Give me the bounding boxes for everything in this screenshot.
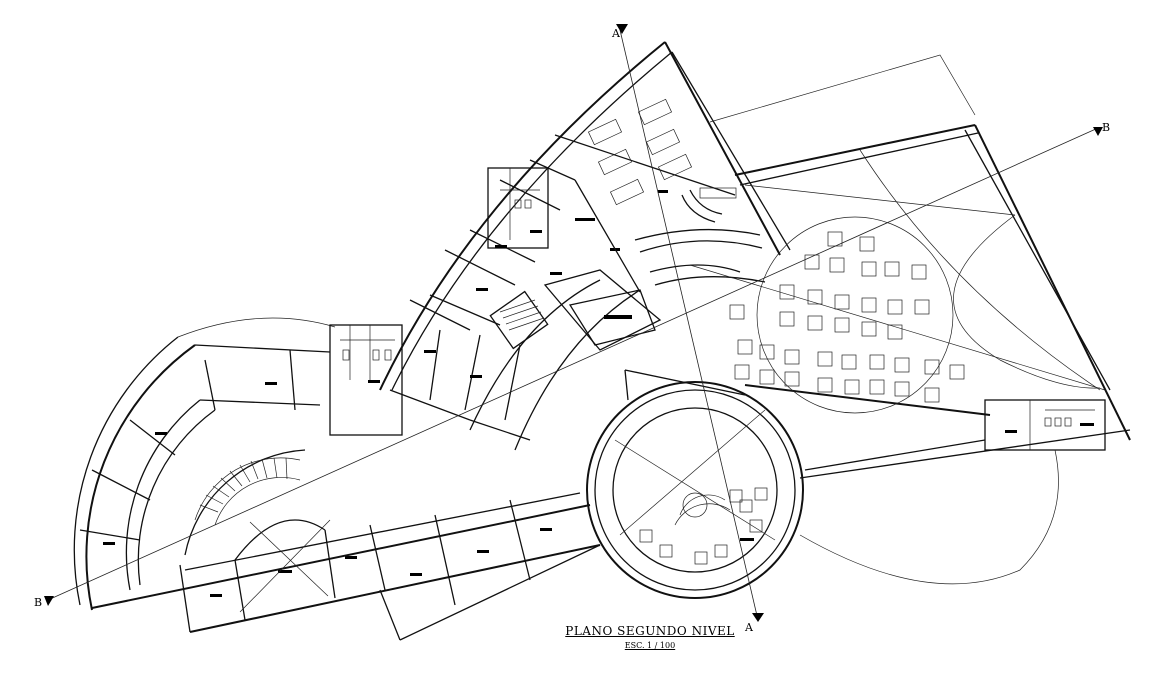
section-label-b-right: B (1102, 121, 1110, 134)
north-wedge (554, 41, 791, 293)
section-label-b-left: B (34, 596, 42, 609)
rotunda-tables (639, 487, 768, 565)
drawing-scale: ESC. 1 / 100 (624, 641, 676, 650)
drawing-title: PLANO SEGUNDO NIVEL (565, 624, 735, 638)
rotunda (586, 369, 804, 599)
south-room-strip (91, 492, 601, 641)
section-arrow-a-top (616, 24, 628, 34)
terrace-table-group (729, 231, 965, 403)
section-label-a-bottom: A (744, 621, 754, 634)
section-arrow-a-bottom (752, 613, 764, 622)
section-arrow-b-left (44, 596, 54, 606)
west-curved-wing (73, 317, 357, 611)
drawing-title-block: PLANO SEGUNDO NIVEL ESC. 1 / 100 (560, 624, 740, 650)
section-arrow-b-right (1093, 127, 1103, 136)
section-label-a-top: A (611, 27, 621, 40)
section-lines: A A B B (34, 24, 1110, 634)
central-spine (329, 41, 673, 451)
east-terrace (689, 54, 1131, 585)
